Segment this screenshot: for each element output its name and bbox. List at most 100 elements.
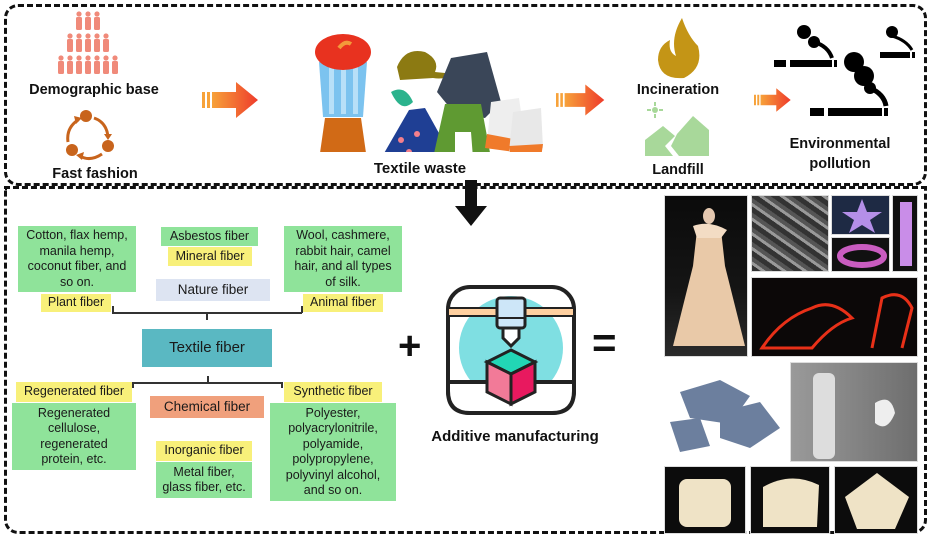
synthetic-fiber-label: Synthetic fiber <box>284 382 382 402</box>
animal-example-line: Wool, cashmere, <box>296 228 390 242</box>
photo-knit-sem <box>751 195 829 272</box>
photo-purple-strip <box>892 195 918 272</box>
people-pyramid-icon <box>58 11 118 74</box>
plant-example-line: manila hemp, <box>39 243 115 258</box>
connector-line <box>301 306 303 313</box>
regenerated-example-line: Regenerated <box>37 405 111 420</box>
photo-lattice-cube-1 <box>664 466 746 534</box>
textile-fiber-root: Textile fiber <box>142 329 272 367</box>
regenerated-example-line: regenerated <box>40 436 108 451</box>
person-body <box>112 61 118 74</box>
person-body <box>85 61 91 74</box>
photo-mesh-tube <box>790 362 918 462</box>
person-body <box>67 39 73 52</box>
person-head <box>103 55 109 61</box>
pollution-label-line1: Environmental <box>789 136 891 152</box>
person-body <box>58 61 64 74</box>
inorganic-fiber-label: Inorganic fiber <box>156 441 252 461</box>
inorganic-example-line: glass fiber, etc. <box>162 480 246 494</box>
person-head <box>94 33 100 39</box>
3d-printer-icon <box>446 285 576 415</box>
fast-fashion-cycle-icon <box>66 110 114 161</box>
person-head <box>94 11 100 17</box>
plant-fiber-examples: Cotton, flax hemp, manila hemp, coconut … <box>18 226 136 292</box>
chemical-fiber-node: Chemical fiber <box>150 396 264 418</box>
photo-red-shoes <box>751 277 918 357</box>
person-head <box>76 55 82 61</box>
plant-fiber-label: Plant fiber <box>41 294 111 312</box>
person-body <box>94 61 100 74</box>
connector-line <box>132 382 282 384</box>
person-body <box>76 39 82 52</box>
person-head <box>85 33 91 39</box>
textile-waste-label: Textile waste <box>373 160 467 177</box>
equals-sign: = <box>592 319 617 366</box>
photo-purple-star <box>831 195 890 235</box>
purple-strip <box>900 202 912 266</box>
landfill-icon <box>645 102 709 156</box>
animal-example-line: hair, and all types <box>294 259 392 273</box>
person-head <box>76 33 82 39</box>
flow-arrow-icon <box>754 88 791 112</box>
person-head <box>85 11 91 17</box>
person-body <box>103 61 109 74</box>
regenerated-fiber-examples: Regenerated cellulose, regenerated prote… <box>12 403 136 470</box>
additive-manufacturing-label: Additive manufacturing <box>431 428 599 445</box>
person-head <box>58 55 64 61</box>
person-head <box>94 55 100 61</box>
flow-arrow-icon <box>556 84 605 116</box>
synthetic-fiber-examples: Polyester, polyacrylonitrile, polyamide,… <box>270 403 396 501</box>
photo-origami-folds <box>660 362 790 462</box>
environmental-pollution-label: Environmental pollution <box>780 134 900 174</box>
connector-line <box>112 312 302 314</box>
person-body <box>76 17 82 30</box>
photo-purple-ring <box>831 237 890 272</box>
photo-lattice-cube-2 <box>750 466 830 534</box>
synthetic-example-line: polyamide, <box>302 436 364 451</box>
connector-line <box>207 376 209 382</box>
photo-lattice-cube-3 <box>834 466 918 534</box>
synthetic-example-line: and so on. <box>303 483 363 497</box>
mineral-fiber-label: Mineral fiber <box>168 247 252 266</box>
person-body <box>76 61 82 74</box>
inorganic-fiber-examples: Metal fiber, glass fiber, etc. <box>156 462 252 498</box>
plant-example-line: coconut fiber, and <box>27 259 127 273</box>
animal-example-line: rabbit hair, camel <box>295 243 391 258</box>
animal-example-line: of silk. <box>325 274 361 289</box>
person-body <box>94 39 100 52</box>
connector-line <box>112 306 114 313</box>
person-body <box>103 39 109 52</box>
person-head <box>112 55 118 61</box>
connector-line <box>206 313 208 320</box>
plant-example-line: Cotton, flax hemp, <box>26 228 128 242</box>
mineral-fiber-examples: Asbestos fiber <box>161 227 258 246</box>
pollution-label-line2: pollution <box>809 156 871 172</box>
person-body <box>94 17 100 30</box>
nature-fiber-node: Nature fiber <box>156 279 270 301</box>
incineration-label: Incineration <box>636 82 720 98</box>
person-head <box>67 55 73 61</box>
flame-icon <box>658 18 700 79</box>
landfill-label: Landfill <box>652 162 704 178</box>
inorganic-example-line: Metal fiber, <box>173 464 235 479</box>
bottom-panel <box>4 186 927 534</box>
regenerated-fiber-label: Regenerated fiber <box>16 382 132 402</box>
connector-line <box>132 382 134 388</box>
synthetic-example-line: polyacrylonitrile, <box>288 421 378 435</box>
synthetic-example-line: Polyester, <box>305 405 361 420</box>
animal-fiber-label: Animal fiber <box>303 294 383 312</box>
regenerated-example-line: protein, etc. <box>41 452 107 466</box>
plus-sign: + <box>398 324 422 368</box>
connector-line <box>281 382 283 388</box>
person-head <box>85 55 91 61</box>
person-body <box>85 39 91 52</box>
regenerated-example-line: cellulose, <box>47 421 101 435</box>
synthetic-example-line: polyvinyl alcohol, <box>285 467 381 482</box>
pollution-smoke-icon <box>774 25 915 116</box>
photo-runway-dress <box>664 195 748 357</box>
flow-arrow-icon <box>202 82 258 118</box>
animal-fiber-examples: Wool, cashmere, rabbit hair, camel hair,… <box>284 226 402 292</box>
person-body <box>67 61 73 74</box>
textile-waste-illustration <box>315 34 543 152</box>
down-arrow-icon <box>455 180 487 226</box>
